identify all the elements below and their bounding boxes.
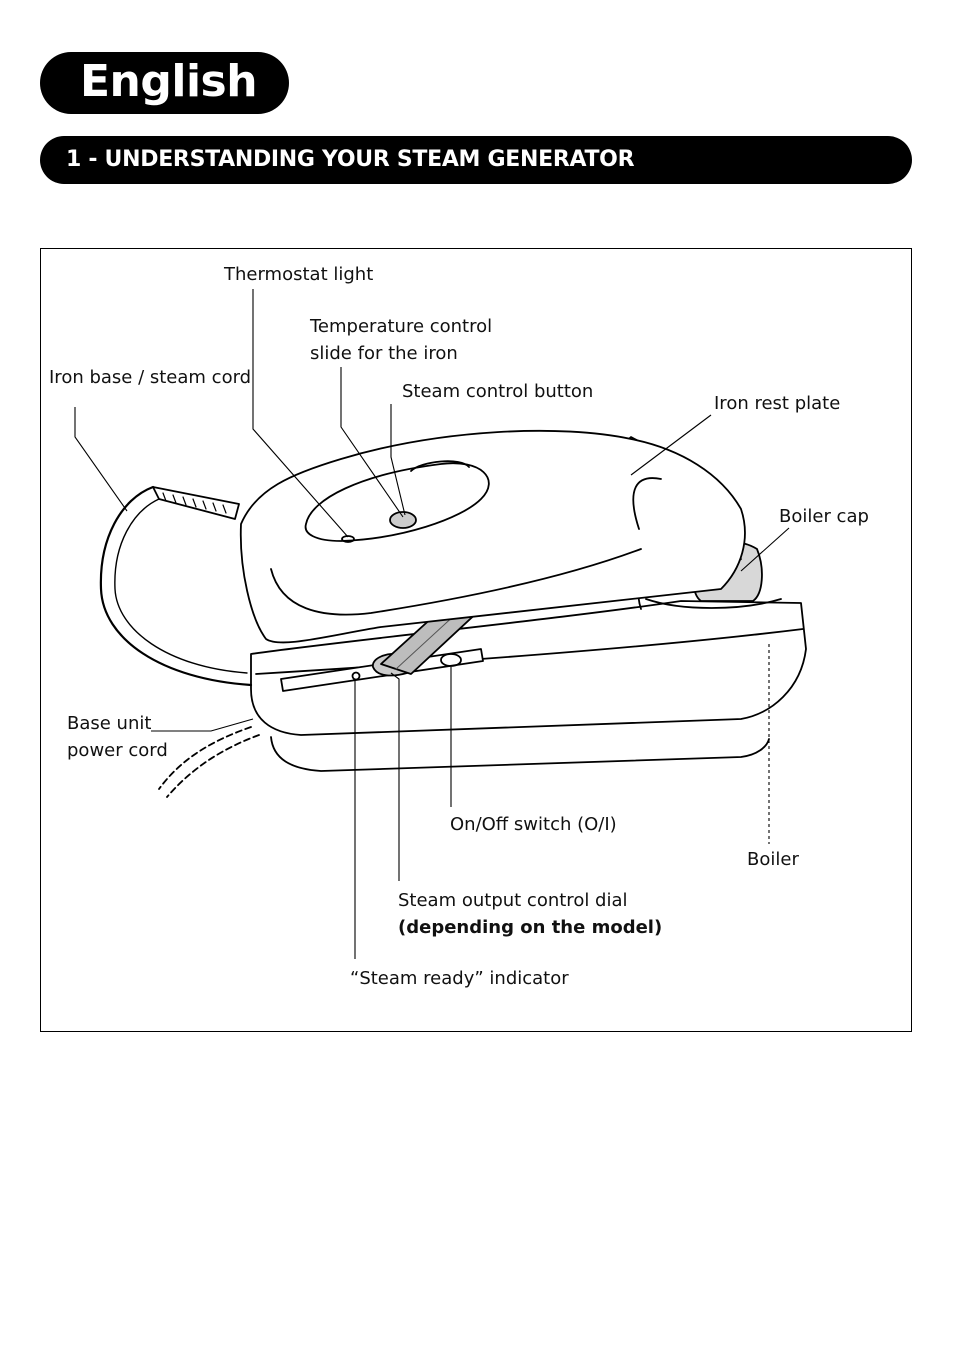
leader-power-cord — [151, 718, 254, 732]
leader-iron-rest-plate — [630, 414, 712, 476]
steam-generator-illustration — [74, 289, 807, 959]
label-steam-control-button: Steam control button — [402, 381, 594, 402]
leader-steam-control — [390, 404, 406, 516]
label-thermostat-light: Thermostat light — [224, 264, 374, 285]
label-boiler: Boiler — [747, 849, 799, 870]
label-steam-ready-indicator: “Steam ready” indicator — [350, 968, 569, 989]
label-temperature-control-line1: Temperature control — [310, 316, 493, 337]
label-boiler-cap: Boiler cap — [779, 506, 869, 527]
steam-generator-diagram: Thermostat light Temperature control sli… — [40, 248, 912, 1032]
language-heading: English — [40, 52, 289, 114]
leader-temperature-control — [340, 367, 404, 518]
leader-iron-base — [74, 407, 128, 512]
label-steam-output-dial: Steam output control dial (depending on … — [398, 887, 662, 941]
label-base-unit-power-cord-line1: Base unit — [67, 713, 152, 734]
label-iron-rest-plate: Iron rest plate — [714, 393, 841, 414]
leader-steam-dial — [390, 672, 400, 881]
label-base-unit-power-cord-line2: power cord — [67, 740, 168, 761]
section-title: 1 - UNDERSTANDING YOUR STEAM GENERATOR — [40, 136, 912, 184]
label-base-unit-power-cord: Base unit power cord — [67, 710, 168, 764]
label-temperature-control-line2: slide for the iron — [310, 343, 458, 364]
label-temperature-control: Temperature control slide for the iron — [310, 313, 492, 367]
label-iron-base-steam-cord: Iron base / steam cord — [49, 367, 252, 388]
label-on-off-switch: On/Off switch (O/I) — [450, 814, 617, 835]
leader-boiler-cap — [740, 527, 790, 572]
label-steam-output-dial-line2: (depending on the model) — [398, 917, 663, 938]
leader-thermostat-light — [252, 289, 349, 538]
label-steam-output-dial-line1: Steam output control dial — [398, 890, 628, 911]
